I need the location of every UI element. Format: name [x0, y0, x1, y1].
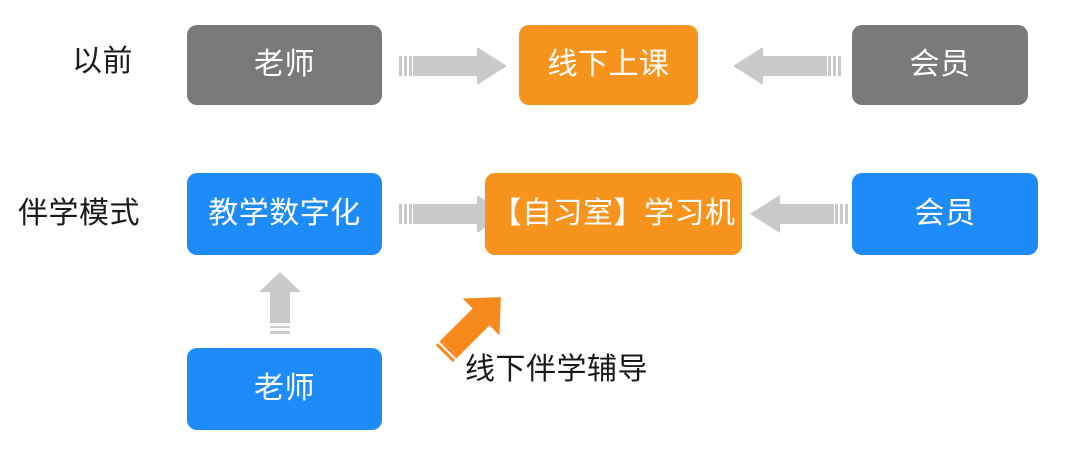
arrow-left-gray-row1 [731, 47, 841, 85]
arrow-up-gray [256, 272, 304, 334]
node-row1-offline-class: 线下上课 [519, 25, 698, 105]
node-bottom-teacher: 老师 [187, 348, 382, 430]
arrow-upright-orange [432, 282, 516, 366]
row-label-previous: 以前 [72, 45, 133, 78]
caption-offline-tutoring: 线下伴学辅导 [465, 353, 648, 386]
node-row2-study-room-machine: 【自习室】学习机 [485, 173, 742, 255]
arrow-right-gray-row2 [399, 195, 509, 233]
node-row2-member: 会员 [852, 173, 1038, 255]
arrow-left-gray-row2 [748, 195, 848, 233]
node-row2-teaching-digitalization: 教学数字化 [187, 173, 382, 255]
node-row1-teacher: 老师 [187, 25, 382, 105]
arrow-right-gray-row1 [399, 47, 509, 85]
node-row1-member: 会员 [852, 25, 1028, 105]
row-label-companion-mode: 伴学模式 [18, 197, 140, 230]
